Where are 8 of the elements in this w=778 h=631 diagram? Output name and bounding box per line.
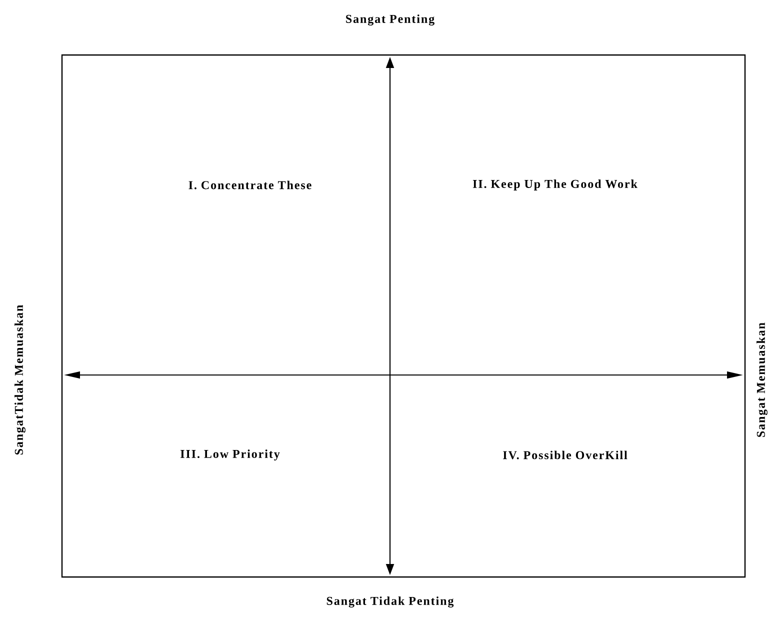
axis-label: Sangat Memuaskan <box>756 322 768 437</box>
axis-label: SangatTidak Memuaskan <box>14 305 26 455</box>
axis-label: Sangat Tidak Penting <box>326 596 454 608</box>
quadrant-label: IV. Possible OverKill <box>503 450 628 460</box>
quadrant-label: II. Keep Up The Good Work <box>472 180 638 190</box>
axis-label: Sangat Penting <box>346 14 434 26</box>
quadrant-label: III. Low Priority <box>180 450 280 460</box>
quadrant-label: I. Concentrate These <box>188 180 312 190</box>
